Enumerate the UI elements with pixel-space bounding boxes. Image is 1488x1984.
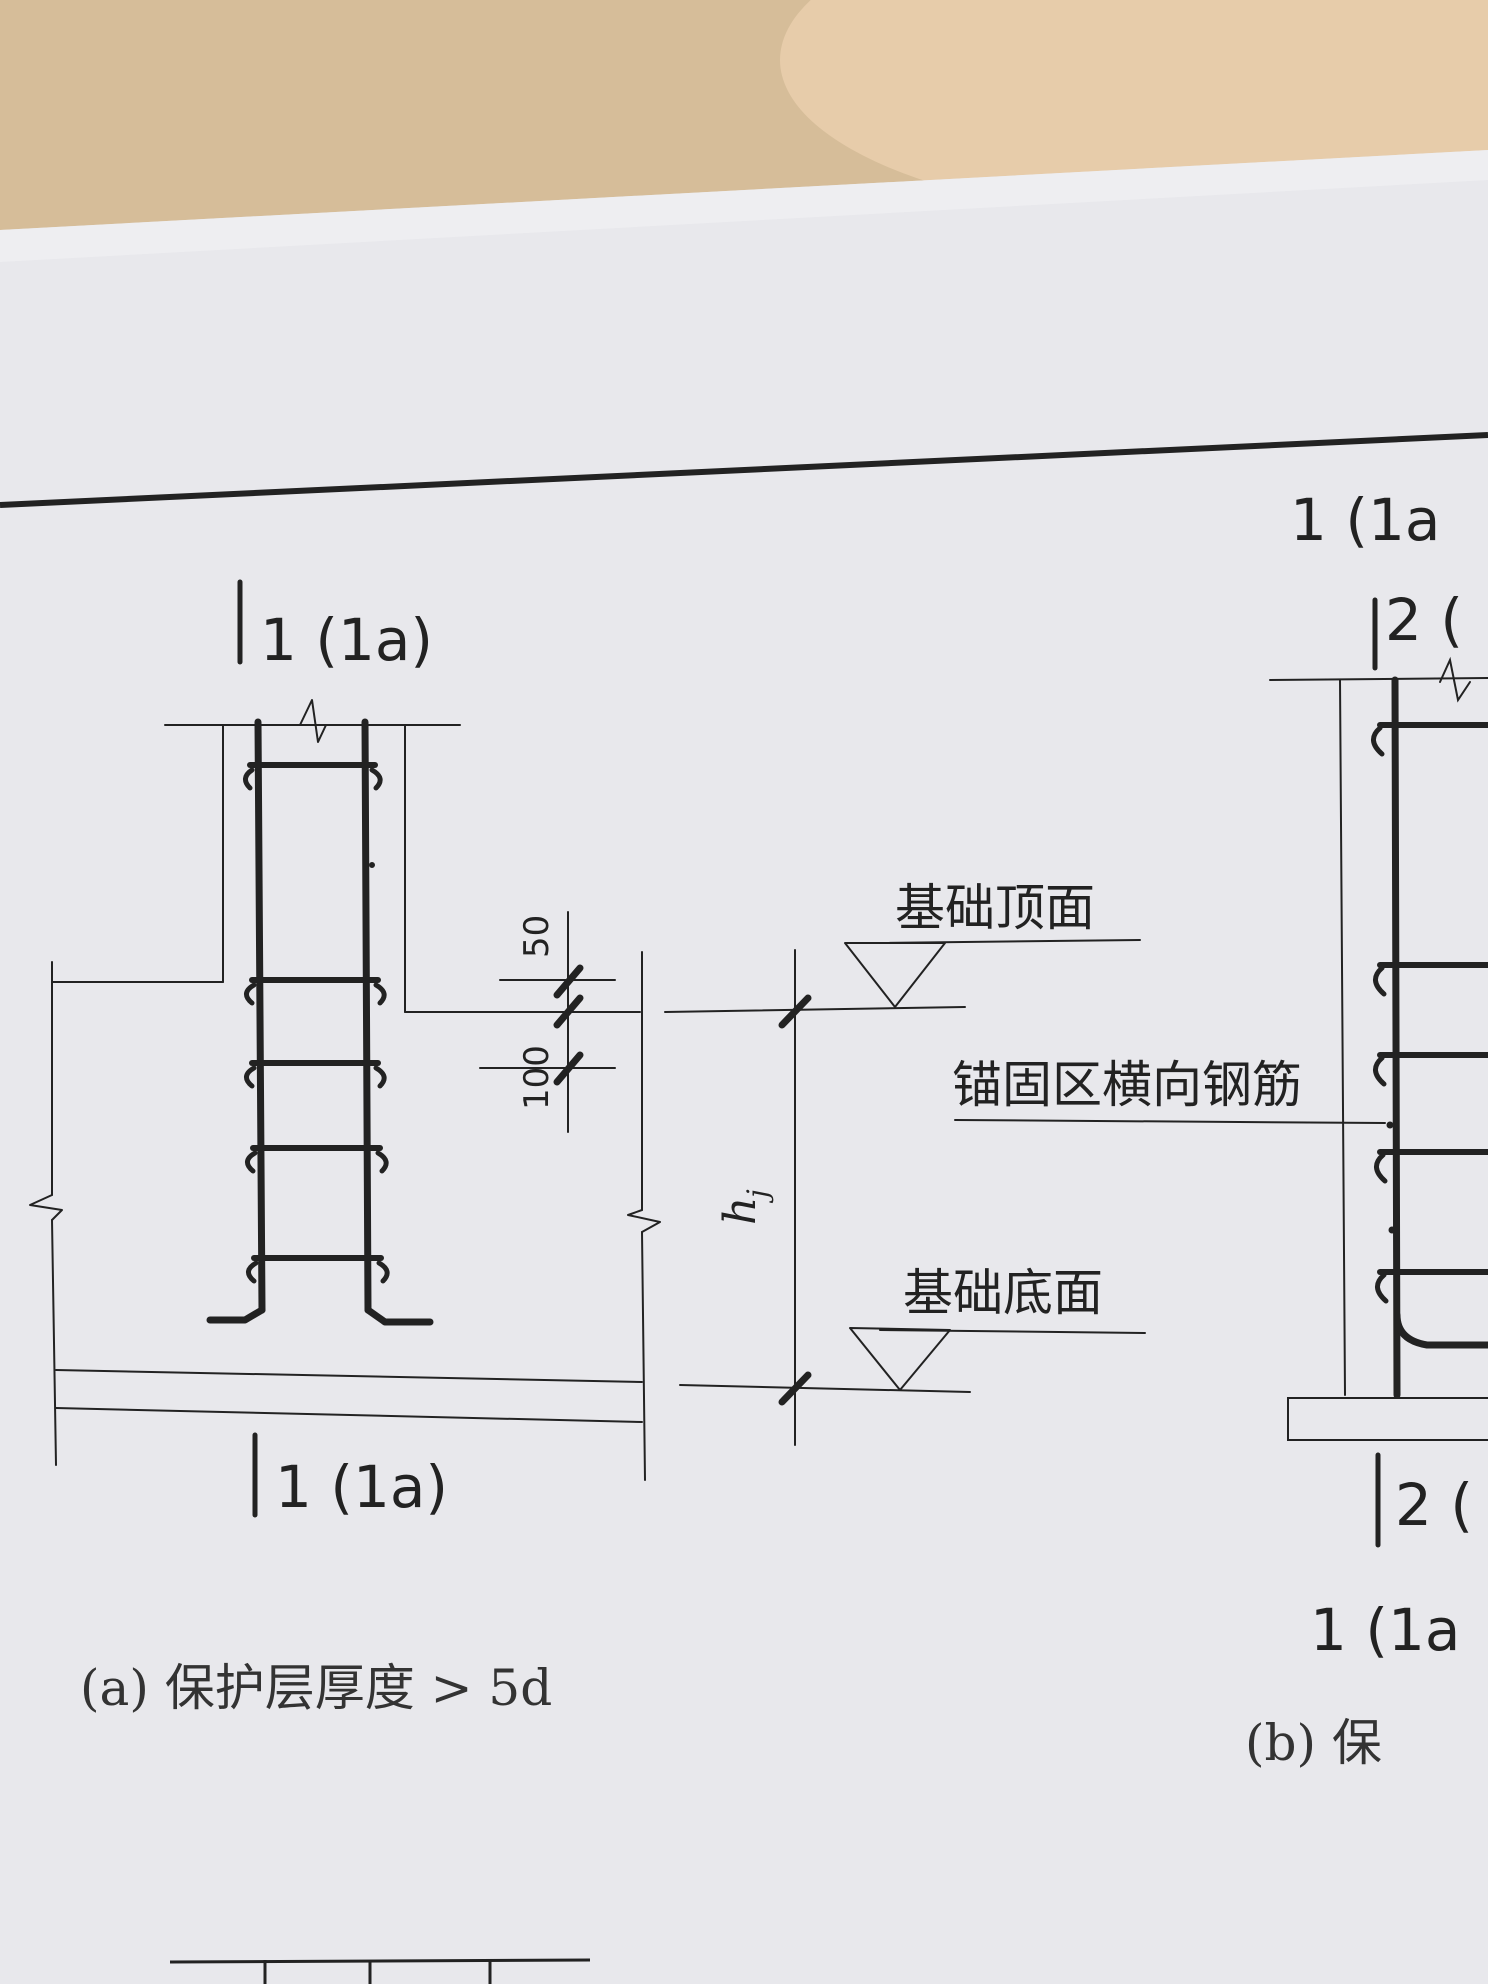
b-bar-dot (1388, 1226, 1396, 1234)
bar-dot (369, 862, 375, 868)
b-top-line (1269, 677, 1488, 681)
footing-right-edge-lower (641, 1231, 646, 1481)
level-label-underline-bottom (879, 1329, 1146, 1334)
level-label-top: 基础顶面 (895, 879, 1095, 937)
stirrup-hook-4 (245, 1150, 389, 1174)
hj-tick-bottom (778, 1371, 812, 1406)
top-break-mark (299, 699, 327, 743)
dim-label-100: 100 (517, 1045, 557, 1110)
section-b-drawing (1269, 597, 1488, 1548)
cut-label-a-top: 1 (1a) (260, 606, 433, 674)
height-symbol: h (715, 1197, 766, 1225)
b-rebar-hook (1393, 1311, 1488, 1349)
bar-dot (256, 872, 262, 878)
cut-label-b-bottom-1: 1 (1a (1310, 1596, 1460, 1664)
header-rule (0, 432, 1488, 508)
next-figure-edge (169, 1958, 591, 1984)
cut-label-a-bottom: 1 (1a) (275, 1453, 448, 1521)
dim-tick (553, 1051, 584, 1086)
stirrup-hook-2 (244, 982, 387, 1006)
rebar-right-hook (364, 1306, 434, 1326)
height-label: h j (715, 1189, 774, 1225)
b-stirrup-hooks (1371, 725, 1389, 1304)
level-line-top (664, 1006, 966, 1013)
rebar-right (361, 718, 372, 1314)
cut-label-b-top-2: 2 ( (1385, 586, 1463, 654)
paper-edge-highlight (0, 150, 1488, 262)
level-label-underline-top (879, 939, 1141, 944)
paper-sheet (0, 150, 1488, 1984)
right-break-mark (627, 1209, 661, 1233)
section-a-drawing (29, 579, 1386, 1518)
b-break-mark (1439, 656, 1471, 703)
anchor-bar-label: 锚固区横向钢筋 (952, 1056, 1302, 1114)
dim-label-50: 50 (517, 915, 557, 958)
level-line-bottom (679, 1384, 971, 1393)
cut-label-b-top-1: 1 (1a (1290, 486, 1440, 554)
cut-label-b-bottom-2: 2 ( (1395, 1471, 1473, 1539)
b-rebar (1391, 676, 1401, 1399)
b-footing-plate (1287, 1397, 1488, 1441)
hj-tick-top (778, 994, 812, 1029)
level-triangle-bottom (849, 1327, 951, 1391)
caption-a: (a) 保护层厚度 > 5d (80, 1659, 552, 1717)
left-break-mark (29, 1194, 63, 1221)
footing-cushion-line (55, 1407, 643, 1423)
stirrup-hook-5 (246, 1260, 390, 1284)
caption-b: (b) 保 (1245, 1714, 1382, 1772)
rebar-left-hook (206, 1306, 266, 1324)
footing-bottom-line (55, 1369, 643, 1383)
footing-left-edge-lower (51, 1219, 57, 1466)
b-left-edge (1339, 679, 1346, 1396)
dim-tick (553, 994, 584, 1029)
dim-tick (553, 964, 584, 999)
level-label-bottom: 基础底面 (903, 1264, 1103, 1322)
b-bar-dot (1386, 1121, 1394, 1129)
stirrup-hook-3 (244, 1065, 387, 1089)
rebar-left (254, 718, 266, 1314)
stirrup-hook-1 (243, 767, 383, 791)
anchor-leader-line (954, 1119, 1386, 1124)
